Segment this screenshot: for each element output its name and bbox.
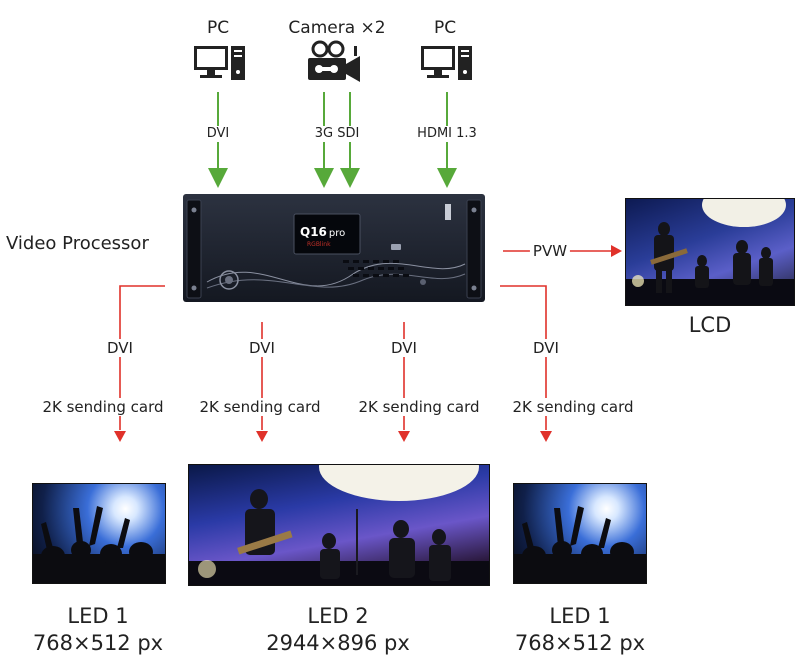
arrowhead-pvw [611,245,622,257]
processor-label: Video Processor [6,233,149,254]
camera-icon [308,40,360,82]
led-screen-right [513,483,647,584]
pc-icon [421,46,472,80]
input-interface-hdmi: HDMI 1.3 [415,126,479,142]
output-interface-2: DVI [246,339,278,357]
output-interface-3: DVI [388,339,420,357]
arrowhead-out-3 [398,431,410,442]
led-label-center: LED 2 [307,604,369,628]
arrowhead-out-2 [256,431,268,442]
led-screen-left [32,483,166,584]
arrowhead-out-1 [114,431,126,442]
input-interface-sdi: 3G SDI [310,126,364,142]
crowd-image [514,506,646,583]
pc-icon [194,46,245,80]
sending-card-2: 2K sending card [196,398,324,416]
led-resolution-center: 2944×896 px [266,631,410,655]
concert-image [626,199,794,305]
lcd-label: LCD [688,313,732,337]
processor-brand: RGBlink [307,241,331,248]
lcd-screen [625,198,795,306]
led-label-right: LED 1 [549,604,611,628]
wire-out-1 [119,285,165,430]
input-interface-dvi: DVI [204,126,232,142]
concert-image [189,465,489,585]
sending-card-4: 2K sending card [509,398,637,416]
led-resolution-right: 768×512 px [514,631,646,655]
wire-out-4 [500,285,547,430]
source-label-pc-2: PC [433,18,457,38]
output-arrowheads [114,245,622,442]
led-screen-wide [188,464,490,586]
preview-interface: PVW [529,242,571,260]
video-processor-device [183,194,485,302]
arrowhead-out-4 [540,431,552,442]
sending-card-1: 2K sending card [39,398,167,416]
sending-card-3: 2K sending card [355,398,483,416]
led-resolution-left: 768×512 px [32,631,164,655]
source-label-pc-1: PC [206,18,230,38]
led-label-left: LED 1 [67,604,129,628]
source-label-camera: Camera ×2 [288,18,386,38]
output-interface-4: DVI [530,339,562,357]
crowd-image [33,506,165,583]
output-interface-1: DVI [104,339,136,357]
